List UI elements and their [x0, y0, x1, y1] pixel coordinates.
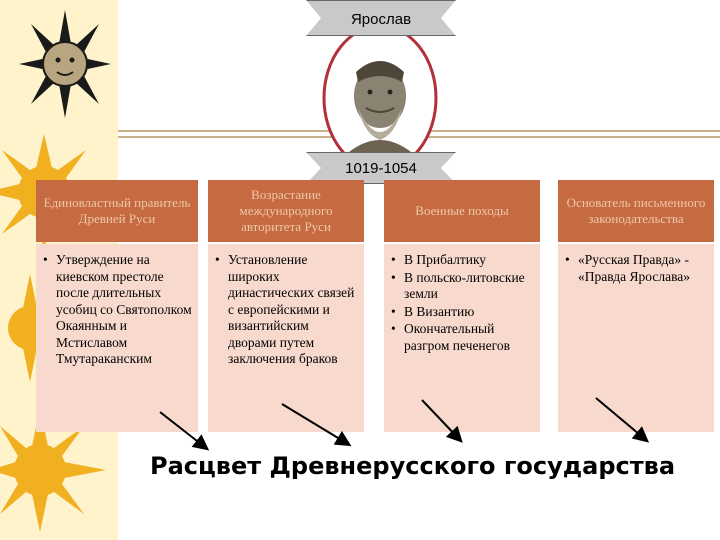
list-item: В Прибалтику [388, 252, 534, 269]
column-heading-text: Основатель письменного законодательства [566, 195, 706, 226]
column-heading: Единовластный правитель Древней Руси [36, 180, 198, 242]
arrow-icon [281, 403, 352, 447]
column-body: «Русская Правда» - «Правда Ярослава» [558, 244, 714, 432]
arrow-icon [595, 397, 650, 443]
column-body: Утверждение на киевском престоле после д… [36, 244, 198, 432]
list-item: Утверждение на киевском престоле после д… [40, 252, 192, 368]
column-heading-text: Военные походы [415, 203, 509, 218]
arrow-icon [421, 399, 463, 443]
conclusion-text: Расцвет Древнерусского государства [150, 452, 676, 480]
name-ribbon: Ярослав [306, 0, 456, 36]
list-item: В польско-литовские земли [388, 270, 534, 303]
sun-icon [0, 408, 106, 532]
column-heading: Возрастание международного авторитета Ру… [208, 180, 364, 242]
column-body: Установление широких династических связе… [208, 244, 364, 432]
column-heading-text: Единовластный правитель Древней Руси [43, 195, 191, 226]
arrow-icon [159, 411, 210, 451]
column-body: В Прибалтику В польско-литовские земли В… [384, 244, 540, 432]
column-heading: Военные походы [384, 180, 540, 242]
list-item: В Византию [388, 304, 534, 321]
column-heading-text: Возрастание международного авторитета Ру… [239, 187, 333, 234]
list-item: Установление широких династических связе… [212, 252, 358, 368]
sun-icon [19, 10, 111, 118]
years-ribbon: 1019-1054 [306, 152, 456, 184]
list-item: «Русская Правда» - «Правда Ярослава» [562, 252, 708, 285]
column-heading: Основатель письменного законодательства [558, 180, 714, 242]
list-item: Окончательный разгром печенегов [388, 321, 534, 354]
